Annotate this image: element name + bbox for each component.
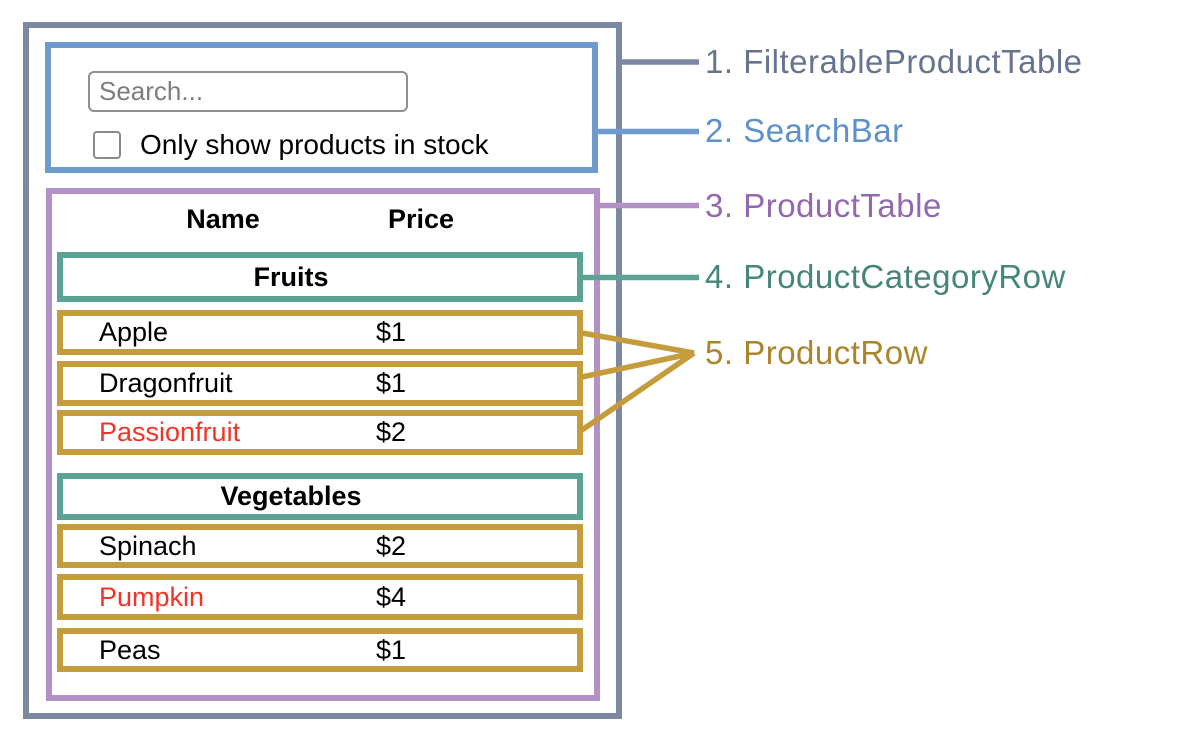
product-price: $4	[376, 581, 407, 612]
product-name: Passionfruit	[99, 417, 241, 447]
product-price: $2	[376, 417, 407, 447]
legend-product-table: 3. ProductTable	[705, 187, 942, 224]
product-row-peas: Peas $1	[57, 628, 583, 672]
category-row-fruits: Fruits	[57, 252, 583, 302]
in-stock-checkbox[interactable]	[93, 131, 121, 159]
product-name: Dragonfruit	[99, 368, 233, 398]
product-row-pumpkin: Pumpkin $4	[57, 574, 583, 620]
in-stock-checkbox-label: Only show products in stock	[140, 129, 489, 160]
category-label: Vegetables	[220, 481, 362, 511]
product-name: Pumpkin	[99, 581, 205, 612]
product-price: $1	[376, 368, 407, 398]
in-stock-checkbox-row: Only show products in stock	[93, 129, 489, 161]
column-header-name: Name	[186, 204, 260, 234]
legend-product-row: 5. ProductRow	[705, 334, 928, 371]
product-row-apple: Apple $1	[57, 310, 583, 355]
product-table-box	[46, 188, 600, 701]
product-row-dragonfruit: Dragonfruit $1	[57, 361, 583, 406]
product-name: Peas	[99, 634, 161, 665]
product-row-spinach: Spinach $2	[57, 524, 583, 568]
product-name: Apple	[99, 317, 169, 347]
product-price: $1	[376, 317, 407, 347]
column-header-price: Price	[387, 204, 455, 234]
product-row-passionfruit: Passionfruit $2	[57, 410, 583, 455]
legend-search-bar: 2. SearchBar	[705, 112, 904, 149]
search-bar-box	[45, 42, 598, 173]
search-input[interactable]	[88, 71, 408, 112]
legend-filterable-product-table: 1. FilterableProductTable	[705, 43, 1083, 80]
category-label: Fruits	[253, 261, 329, 292]
category-row-vegetables: Vegetables	[57, 473, 583, 520]
product-name: Spinach	[99, 530, 197, 561]
product-price: $2	[376, 530, 407, 561]
legend-product-category-row: 4. ProductCategoryRow	[705, 258, 1066, 295]
product-price: $1	[376, 634, 407, 665]
